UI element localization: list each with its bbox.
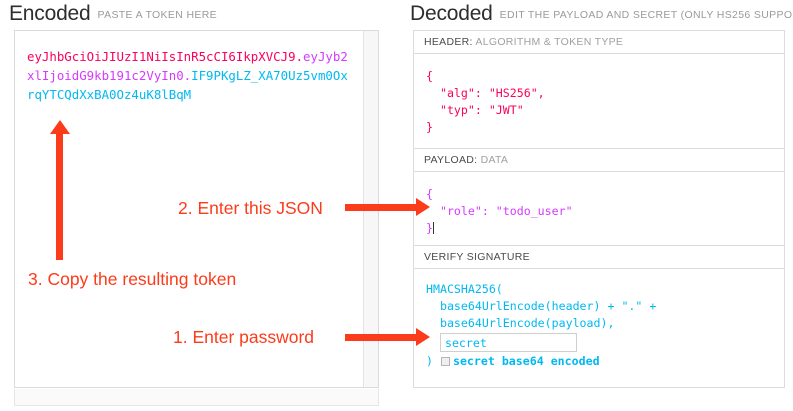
header-section-label-strong: HEADER: [424, 36, 473, 48]
annotation-step-3-text: 3. Copy the resulting token [28, 269, 237, 289]
token-separator-1: . [295, 49, 304, 64]
token-header-segment: eyJhbGciOiJIUzI1NiIsInR5cCI6IkpXVCJ9 [27, 49, 296, 64]
base64-encoded-checkbox[interactable] [440, 357, 450, 366]
secret-input[interactable] [439, 333, 577, 352]
decoded-subtitle: EDIT THE PAYLOAD AND SECRET (ONLY HS256 … [499, 9, 793, 21]
hmac-closing-paren: ) [426, 354, 433, 368]
encoded-panel-footer [14, 389, 379, 406]
decoded-panel: HEADER: ALGORITHM & TOKEN TYPE { "alg": … [413, 30, 785, 388]
annotation-step-2-arrow-icon [345, 198, 430, 216]
encoded-heading: Encoded PASTE A TOKEN HERE [9, 2, 217, 26]
text-cursor [432, 222, 434, 234]
header-section-label: HEADER: ALGORITHM & TOKEN TYPE [414, 31, 784, 54]
signature-section-label: VERIFY SIGNATURE [414, 246, 784, 269]
header-json-editor[interactable]: { "alg": "HS256", "typ": "JWT" } [414, 54, 784, 149]
hmac-line-2: base64UrlEncode(header) + "." + [426, 299, 657, 313]
hmac-line-3: base64UrlEncode(payload), [426, 316, 615, 330]
payload-section-label: PAYLOAD: DATA [414, 149, 784, 172]
annotation-step-1-arrow-icon [345, 328, 430, 346]
annotation-step-3-arrow-icon [49, 120, 70, 260]
encoded-title: Encoded [9, 2, 91, 25]
payload-section-label-strong: PAYLOAD: [424, 154, 478, 166]
hmac-line-1: HMACSHA256( [426, 282, 503, 296]
payload-json-editor[interactable]: { "role": "todo_user" } [414, 172, 784, 246]
signature-editor: HMACSHA256( base64UrlEncode(header) + ".… [414, 269, 784, 389]
signature-section-label-strong: VERIFY SIGNATURE [424, 251, 530, 263]
decoded-heading: Decoded EDIT THE PAYLOAD AND SECRET (ONLY… [410, 2, 793, 26]
token-separator-2: . [183, 68, 192, 83]
decoded-title: Decoded [410, 2, 493, 25]
payload-section-label-weak: DATA [480, 154, 509, 166]
token-payload-segment: eyJyb2xlIjoidG9kb191c2VyIn0 [27, 49, 348, 83]
base64-encoded-label: secret base64 encoded [452, 354, 600, 368]
header-section-label-weak: ALGORITHM & TOKEN TYPE [475, 36, 624, 48]
encoded-subtitle: PASTE A TOKEN HERE [97, 9, 218, 21]
encoded-token-input[interactable]: eyJhbGciOiJIUzI1NiIsInR5cCI6IkpXVCJ9.eyJ… [15, 31, 364, 387]
annotation-step-1-text: 1. Enter password [173, 327, 315, 347]
payload-json-text: { "role": "todo_user" } [426, 187, 573, 235]
annotation-step-2-text: 2. Enter this JSON [178, 198, 323, 218]
token-signature-segment: IF9PKgLZ_XA70Uz5vm0OxrqYTCQdXxBA0Oz4uK8l… [27, 68, 348, 102]
